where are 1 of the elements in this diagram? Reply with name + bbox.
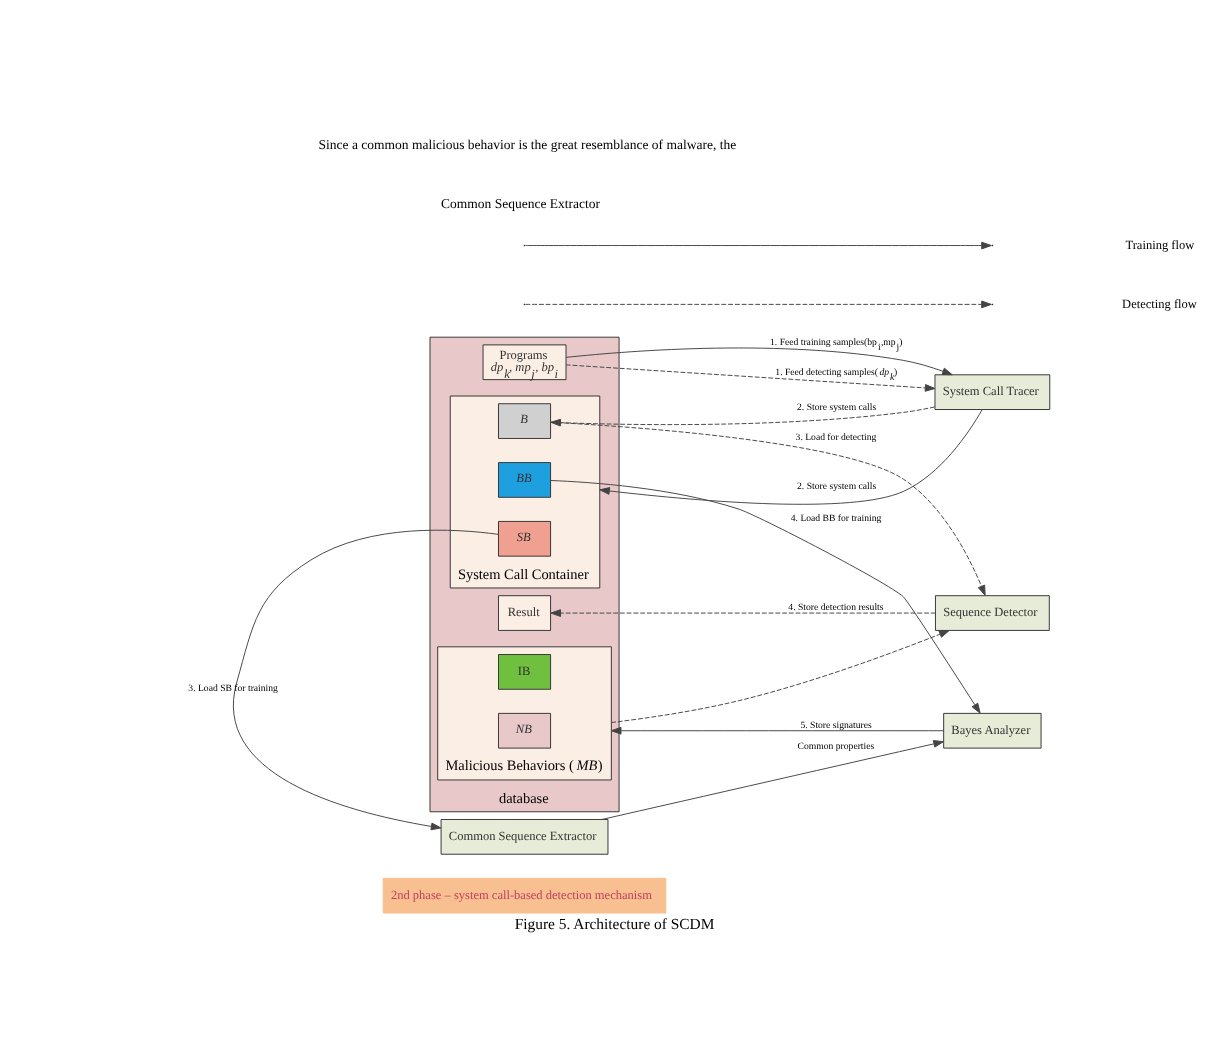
caption: Figure 5. Architecture of SCDM (514, 914, 715, 933)
